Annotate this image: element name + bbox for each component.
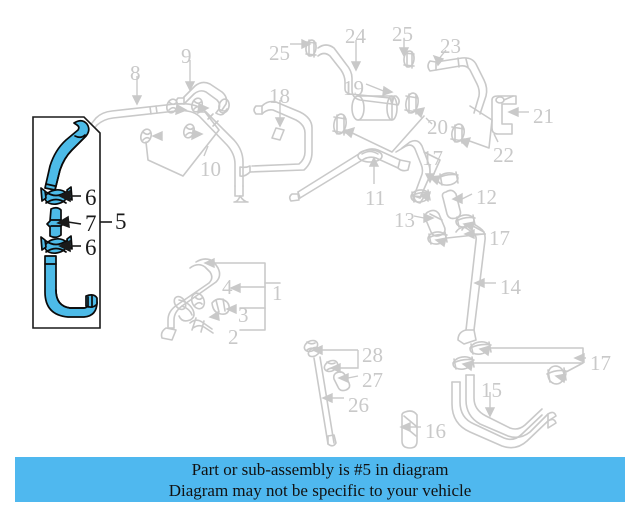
- callout-label-17-upper: 17: [422, 146, 443, 170]
- part-27-grommet: [332, 371, 351, 392]
- callout-label-28: 28: [362, 343, 383, 367]
- callout-label-23: 23: [440, 34, 461, 58]
- callout-label-26: 26: [348, 393, 369, 417]
- callout-label-14: 14: [500, 275, 521, 299]
- callout-label-10: 10: [200, 157, 221, 181]
- part-5-upper-hose: [44, 119, 90, 191]
- callout-label-27: 27: [362, 368, 383, 392]
- part-18-hose: [239, 100, 313, 177]
- callout-label-22: 22: [493, 143, 514, 167]
- banner-line-1: Part or sub-assembly is #5 in diagram: [191, 459, 449, 479]
- part-1-group: [160, 258, 281, 341]
- part-12-grommet: [441, 189, 462, 220]
- part-5-assembly: [40, 119, 98, 318]
- part-9-hose: [175, 81, 230, 116]
- callout-label-3: 3: [238, 303, 249, 327]
- callout-label-16: 16: [425, 419, 446, 443]
- callout-label-17-mid: 17: [489, 226, 510, 250]
- leader-arrows-gray: [131, 38, 586, 433]
- callout-label-8: 8: [130, 61, 141, 85]
- callout-label-24: 24: [345, 24, 366, 48]
- callout-label-4: 4: [222, 275, 233, 299]
- part-7-connector: [46, 206, 65, 239]
- callout-label-21: 21: [533, 104, 554, 128]
- callout-label-2: 2: [228, 325, 239, 349]
- part-20-clamps: [332, 92, 425, 153]
- callout-label-20: 20: [427, 115, 448, 139]
- part-21-bracket: [491, 95, 517, 135]
- callout-label-11: 11: [365, 186, 386, 210]
- part-11-tube: [288, 148, 411, 202]
- part-15-hose: [451, 374, 557, 449]
- callout-label-5: 5: [115, 209, 127, 234]
- callout-label-19: 19: [343, 76, 364, 100]
- callout-label-18: 18: [269, 84, 290, 108]
- callout-label-1: 1: [272, 281, 283, 305]
- part-19-sleeve: [351, 95, 398, 121]
- part-25-clamps: [305, 39, 415, 69]
- info-banner: Part or sub-assembly is #5 in diagram Di…: [15, 457, 625, 502]
- callout-label-6-upper: 6: [85, 185, 97, 210]
- callout-label-17-lower: 17: [590, 351, 611, 375]
- callout-label-9: 9: [181, 44, 192, 68]
- part-5-lower-hose: [44, 255, 98, 318]
- part-22-clamp: [450, 105, 493, 149]
- callout-label-13: 13: [394, 208, 415, 232]
- leader-arrows-dark: [56, 189, 112, 253]
- callout-label-15: 15: [481, 378, 502, 402]
- callout-label-25-right: 25: [392, 22, 413, 46]
- callout-label-25-left: 25: [269, 41, 290, 65]
- part-23-hose: [427, 57, 488, 115]
- banner-line-2: Diagram may not be specific to your vehi…: [168, 480, 472, 500]
- callout-label-12: 12: [476, 185, 497, 209]
- callout-label-6-lower: 6: [85, 235, 97, 260]
- callout-label-7: 7: [85, 211, 97, 236]
- part-8-hose: [87, 102, 249, 203]
